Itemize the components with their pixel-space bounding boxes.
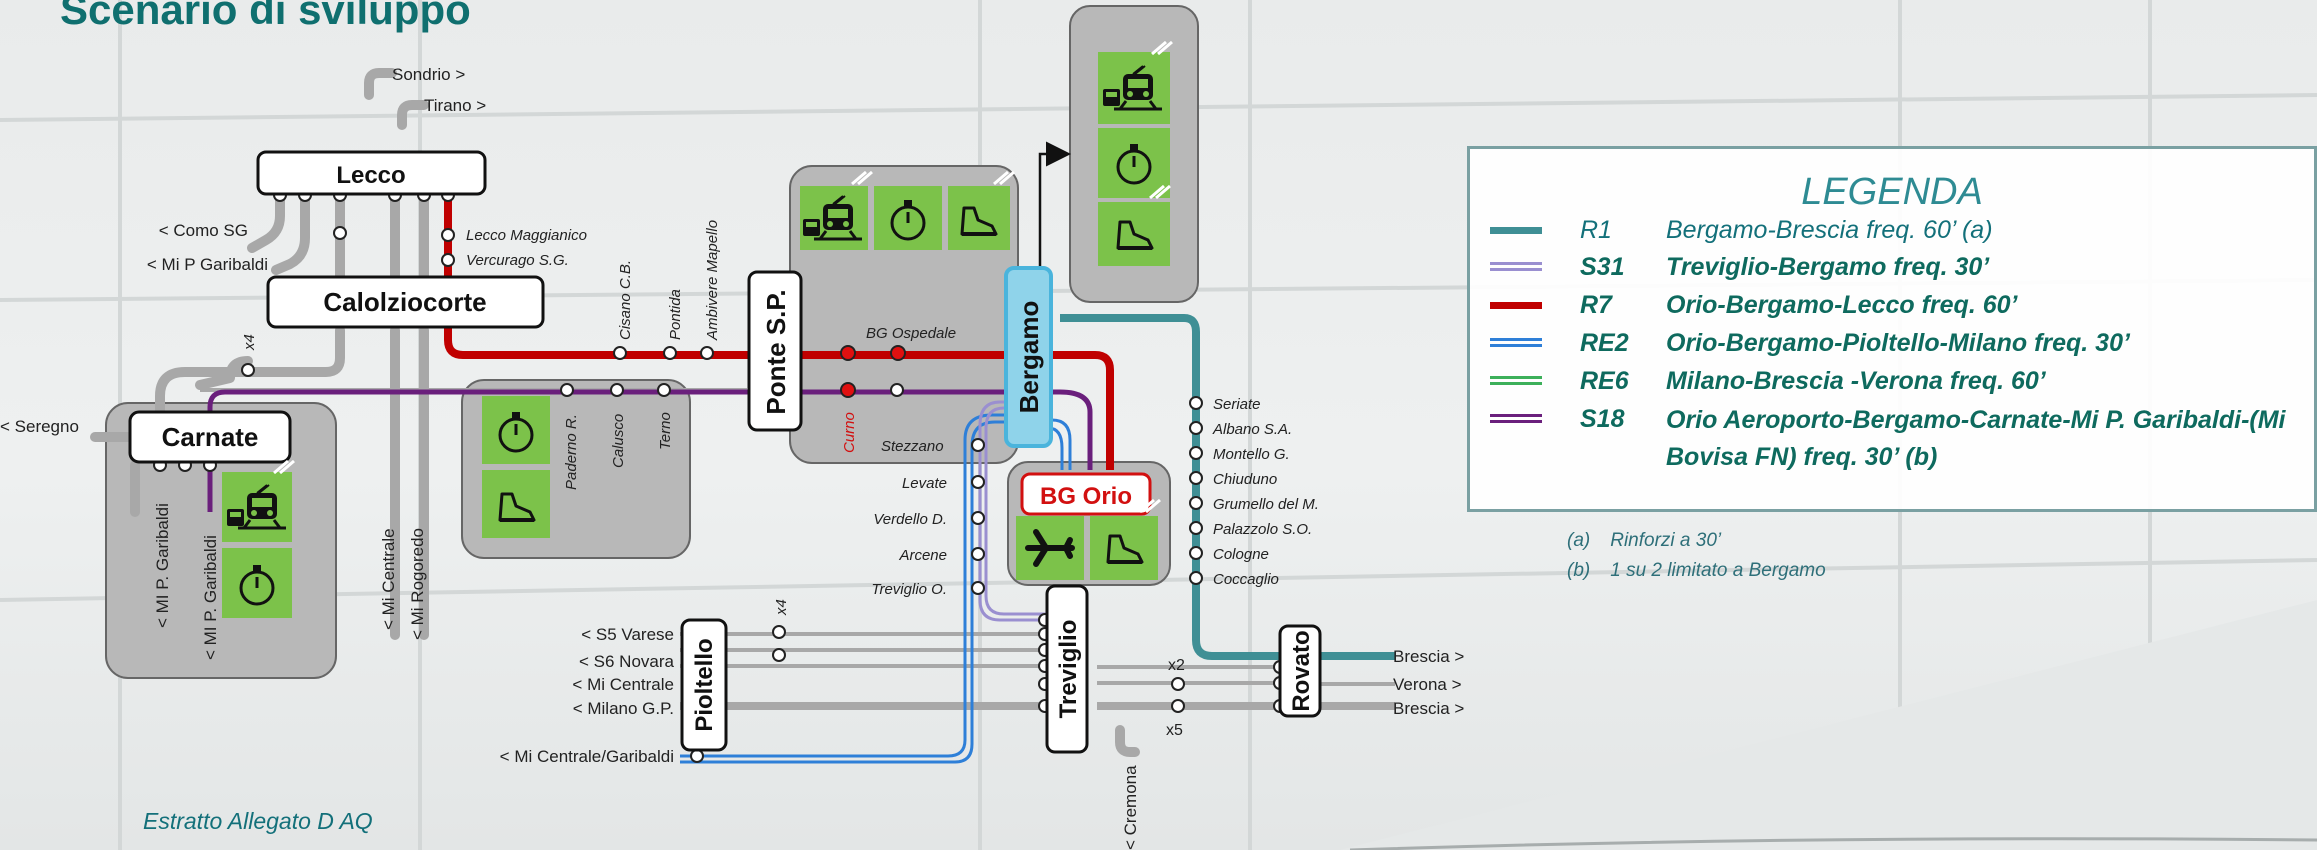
legend-code: R7: [1580, 288, 1612, 322]
dir-tirano: Tirano >: [424, 96, 486, 115]
station-bergamo: Bergamo: [1014, 301, 1044, 414]
legend-swatch: [1490, 302, 1542, 309]
station-lecco: Lecco: [336, 162, 405, 189]
stop-albano: Albano S.A.: [1212, 421, 1292, 438]
legend-swatch: [1490, 338, 1542, 341]
stop-lecco-maggianico: Lecco Maggianico: [466, 227, 587, 244]
legend-description: Orio Aeroporto-Bergamo-Carnate-Mi P. Gar…: [1666, 402, 2306, 476]
stop-verdello: Verdello D.: [873, 511, 947, 528]
dir-mi-centrale-garibaldi: < Mi Centrale/Garibaldi: [500, 747, 674, 766]
station-bg-orio: BG Orio: [1040, 483, 1132, 510]
note-text: 1 su 2 limitato a Bergamo: [1610, 560, 1825, 581]
legend-code: S31: [1580, 250, 1624, 284]
legend-item-s31: S31 Treviglio-Bergamo freq. 30’: [1490, 250, 2310, 284]
note-text: Rinforzi a 30’: [1610, 530, 1721, 551]
dir-brescia-2: Brescia >: [1393, 699, 1464, 718]
stop-arcene: Arcene: [898, 547, 947, 564]
legend-description: Orio-Bergamo-Pioltello-Milano freq. 30’: [1666, 326, 2130, 360]
stop-bg-ospedale: BG Ospedale: [866, 325, 956, 342]
dir-seregno: < Seregno: [0, 417, 79, 436]
dir-s6-novara: < S6 Novara: [579, 652, 675, 671]
stop-red-2: [891, 346, 905, 360]
station-pioltello: Pioltello: [691, 638, 718, 731]
stop-cisano: Cisano C.B.: [617, 260, 634, 340]
station-rovato: Rovato: [1288, 630, 1315, 711]
legend-description: Milano-Brescia -Verona freq. 60’: [1666, 364, 2046, 398]
freq-x4-a: x4: [241, 334, 258, 351]
dir-s5-varese: < S5 Varese: [581, 625, 674, 644]
stop-curno: Curno: [841, 412, 858, 453]
dir-milano-gp: < Milano G.P.: [573, 699, 674, 718]
stop-calusco: Calusco: [610, 414, 627, 468]
legend-description: Treviglio-Bergamo freq. 30’: [1666, 250, 1989, 284]
legend-title: LEGENDA: [1470, 171, 2314, 214]
legend-code: S18: [1580, 402, 1624, 436]
dir-verona: Verona >: [1393, 675, 1462, 694]
station-ponte-sp: Ponte S.P.: [761, 289, 791, 414]
station-treviglio: Treviglio: [1055, 620, 1082, 719]
stop-montello: Montello G.: [1213, 446, 1290, 463]
stop-ambivere: Ambivere Mapello: [704, 220, 721, 341]
stop-stezzano: Stezzano: [881, 438, 944, 455]
dir-mi-p-garibaldi: < Mi P Garibaldi: [147, 255, 268, 274]
stop-seriate: Seriate: [1213, 396, 1261, 413]
legend-description: Orio-Bergamo-Lecco freq. 60’: [1666, 288, 2017, 322]
stop-coccaglio: Coccaglio: [1213, 571, 1279, 588]
stop-red-1: [841, 346, 855, 360]
stop-terno: Terno: [657, 412, 674, 450]
legend-swatch: [1490, 262, 1542, 265]
dir-mi-p-garibaldi-a: < MI P. Garibaldi: [153, 503, 172, 628]
dir-brescia-1: Brescia >: [1393, 647, 1464, 666]
freq-x4-b: x4: [773, 599, 790, 616]
legend-item-r1: R1 Bergamo-Brescia freq. 60’ (a): [1490, 213, 2310, 247]
legend-note: (a) Rinforzi a 30’: [1567, 530, 1721, 552]
stop-palazzolo: Palazzolo S.O.: [1213, 521, 1312, 538]
legend-item-r7: R7 Orio-Bergamo-Lecco freq. 60’: [1490, 288, 2310, 322]
legend-code: R1: [1580, 213, 1612, 247]
note-label: (b): [1567, 560, 1590, 581]
dir-mi-p-garibaldi-b: < MI P. Garibaldi: [201, 535, 220, 660]
dir-cremona: < Cremona: [1121, 765, 1140, 850]
station-carnate: Carnate: [162, 422, 259, 452]
freq-x5: x5: [1166, 722, 1183, 739]
legend-code: RE6: [1580, 364, 1629, 398]
dir-como-sg: < Como SG: [159, 221, 248, 240]
dir-mi-centrale-v: < Mi Centrale: [379, 528, 398, 630]
stop-grumello: Grumello del M.: [1213, 496, 1319, 513]
legend-item-re6: RE6 Milano-Brescia -Verona freq. 60’: [1490, 364, 2310, 398]
stop-cologne: Cologne: [1213, 546, 1269, 563]
dir-mi-centrale: < Mi Centrale: [572, 675, 674, 694]
legend-item-re2: RE2 Orio-Bergamo-Pioltello-Milano freq. 3…: [1490, 326, 2310, 360]
stop-levate: Levate: [902, 475, 947, 492]
note-label: (a): [1567, 530, 1590, 551]
legend-swatch: [1490, 227, 1542, 234]
walk-icon: [948, 186, 1010, 250]
carnate-services: [222, 461, 294, 618]
legend-description: Bergamo-Brescia freq. 60’ (a): [1666, 213, 1993, 247]
dir-sondrio: Sondrio >: [392, 65, 465, 84]
freq-x2: x2: [1168, 657, 1185, 674]
source-caption: Estratto Allegato D AQ: [143, 808, 373, 835]
legend-swatch: [1490, 376, 1542, 379]
legend-swatch: [1490, 414, 1542, 417]
dir-mi-rogoredo: < Mi Rogoredo: [408, 528, 427, 640]
stop-red-3: [841, 383, 855, 397]
stop-chiuduno: Chiuduno: [1213, 471, 1277, 488]
stop-treviglio-o: Treviglio O.: [871, 581, 947, 598]
stop-vercurago: Vercurago S.G.: [466, 252, 569, 269]
legend-code: RE2: [1580, 326, 1629, 360]
stop-pontida: Pontida: [667, 289, 684, 340]
stop-paderno: Paderno R.: [563, 414, 580, 490]
bergamo-future-services: [1098, 42, 1172, 266]
legend-note: (b) 1 su 2 limitato a Bergamo: [1567, 560, 1826, 582]
station-calolziocorte: Calolziocorte: [323, 287, 486, 317]
